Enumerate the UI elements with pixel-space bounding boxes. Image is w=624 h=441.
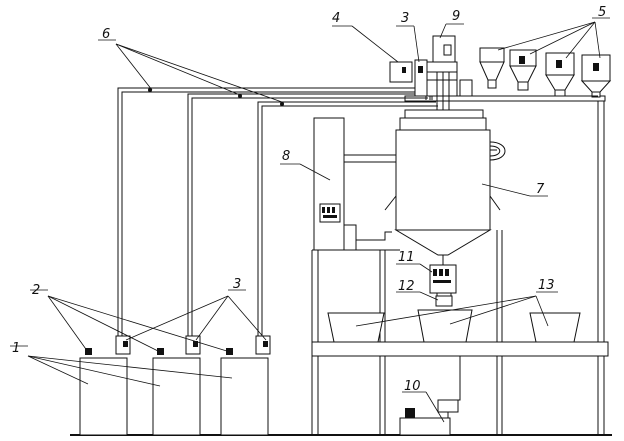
callout-6: 6 — [102, 27, 110, 42]
container — [529, 312, 581, 343]
callout-5: 5 — [598, 5, 606, 20]
sensor — [85, 348, 92, 355]
container — [417, 309, 473, 343]
supply-pipes — [117, 87, 438, 336]
callout-12: 12 — [398, 279, 415, 294]
callout-7: 7 — [536, 182, 545, 197]
callout-9: 9 — [452, 9, 460, 24]
dispense-valve — [435, 295, 453, 307]
collection-containers — [327, 309, 581, 343]
tank-2 — [152, 357, 201, 436]
hopper — [479, 47, 505, 89]
controller-box — [389, 61, 413, 83]
callout-4: 4 — [332, 11, 340, 26]
tank-1 — [79, 357, 128, 436]
feed-hoppers — [470, 47, 612, 98]
callout-13: 13 — [538, 278, 555, 293]
dispenser-unit — [429, 264, 457, 307]
station-base — [399, 417, 451, 436]
storage-tanks — [79, 335, 271, 436]
callout-11: 11 — [398, 250, 415, 265]
upper-deck — [404, 95, 606, 102]
callout-10: 10 — [404, 379, 421, 394]
hopper — [509, 49, 537, 91]
callout-8: 8 — [282, 149, 290, 164]
bottom-station — [399, 356, 461, 436]
callout-2: 2 — [32, 283, 40, 298]
callout-3-top: 3 — [401, 11, 409, 26]
callout-3-left: 3 — [233, 277, 241, 292]
callout-1: 1 — [12, 341, 20, 356]
control-cabinet — [313, 117, 398, 251]
tank-3 — [220, 357, 269, 436]
callouts: 1 2 3 6 4 3 9 5 — [10, 5, 610, 423]
hopper — [580, 54, 612, 98]
doser — [429, 264, 457, 294]
mixing-reactor — [384, 109, 506, 265]
container — [327, 312, 385, 343]
platform-shelf — [311, 341, 609, 357]
hopper — [545, 52, 575, 97]
sensor — [157, 348, 164, 355]
top-equipment — [389, 35, 473, 110]
